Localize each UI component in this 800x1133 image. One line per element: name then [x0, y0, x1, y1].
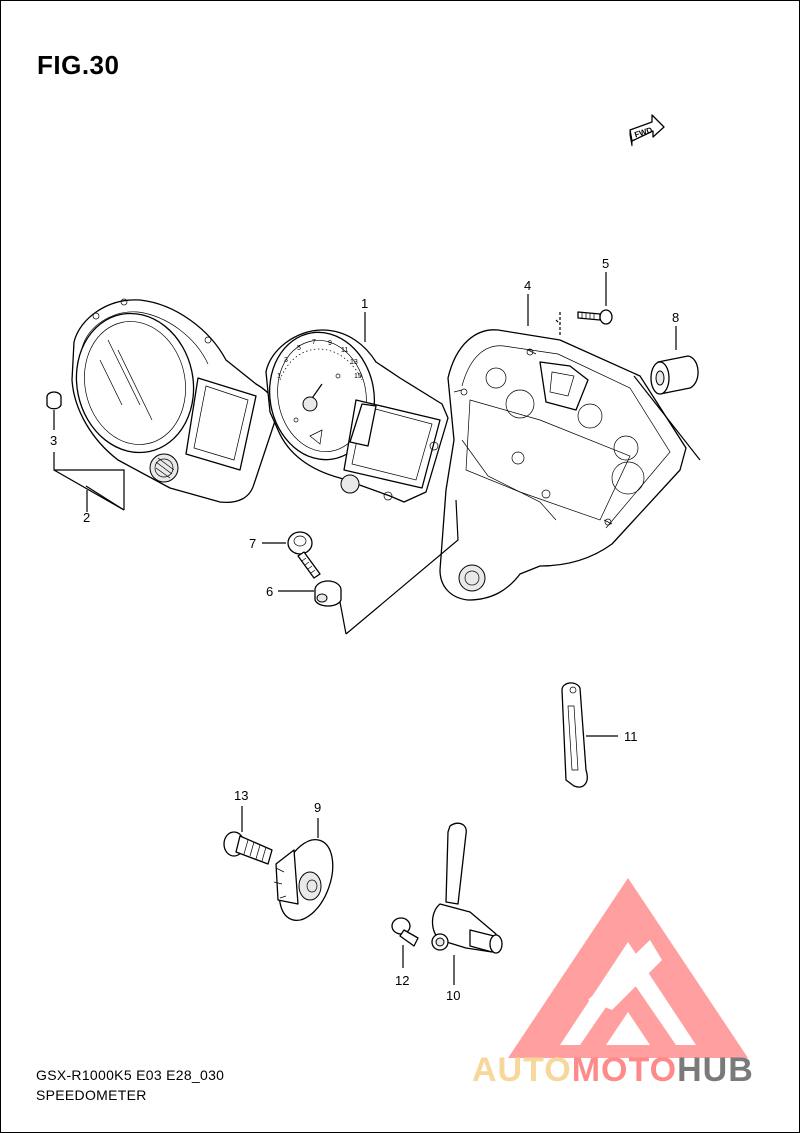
- tach-scale-15: 15: [354, 373, 362, 380]
- callout-9: 9: [314, 800, 321, 815]
- model-code-label: GSX-R1000K5 E03 E28_030: [36, 1067, 225, 1083]
- part-1-meter-assembly: [265, 329, 449, 503]
- callout-2: 2: [83, 510, 90, 525]
- part-3-screw: [46, 391, 62, 410]
- fwd-arrow-icon: FWD: [629, 114, 665, 147]
- part-9-rotor: [273, 839, 334, 921]
- tach-scale-1: 1: [277, 373, 281, 380]
- watermark-auto: AUTO: [472, 1051, 572, 1089]
- tach-scale-9: 9: [328, 340, 332, 347]
- tach-scale-11: 11: [341, 347, 348, 354]
- part-5-screw: [577, 309, 613, 325]
- section-name-label: SPEEDOMETER: [36, 1087, 147, 1103]
- callout-10: 10: [446, 988, 460, 1003]
- part-6-grommet: [314, 580, 342, 607]
- part-4-lower-case: [439, 329, 687, 601]
- callout-5: 5: [602, 256, 609, 271]
- tach-scale-3: 3: [284, 357, 288, 364]
- watermark-hub: HUB: [677, 1051, 754, 1089]
- part-12-screw: [391, 917, 419, 947]
- part-10-speed-sensor: [431, 822, 503, 954]
- callout-1: 1: [361, 296, 368, 311]
- leader-lines: [53, 272, 701, 985]
- callout-13: 13: [234, 788, 248, 803]
- callout-7: 7: [249, 536, 256, 551]
- watermark-moto: MOTO: [572, 1051, 677, 1089]
- callout-8: 8: [672, 310, 679, 325]
- callout-4: 4: [524, 278, 531, 293]
- callout-12: 12: [395, 973, 409, 988]
- callout-11: 11: [624, 729, 638, 744]
- part-11-bracket: [561, 682, 588, 788]
- part-8-grommet: [650, 355, 699, 395]
- callout-6: 6: [266, 584, 273, 599]
- tach-scale-5: 5: [297, 345, 301, 352]
- callout-3: 3: [50, 433, 57, 448]
- automotohub-logo-mark: [508, 878, 748, 1058]
- tach-scale-13: 13: [350, 359, 358, 366]
- tach-scale-7: 7: [312, 339, 316, 346]
- part-7-screw: [287, 531, 321, 579]
- part-2-meter-case-cover: [71, 298, 278, 504]
- part-13-bolt: [223, 831, 273, 865]
- watermark-text: AUTOMOTOHUB: [472, 1051, 754, 1089]
- figure-title: FIG.30: [37, 50, 120, 80]
